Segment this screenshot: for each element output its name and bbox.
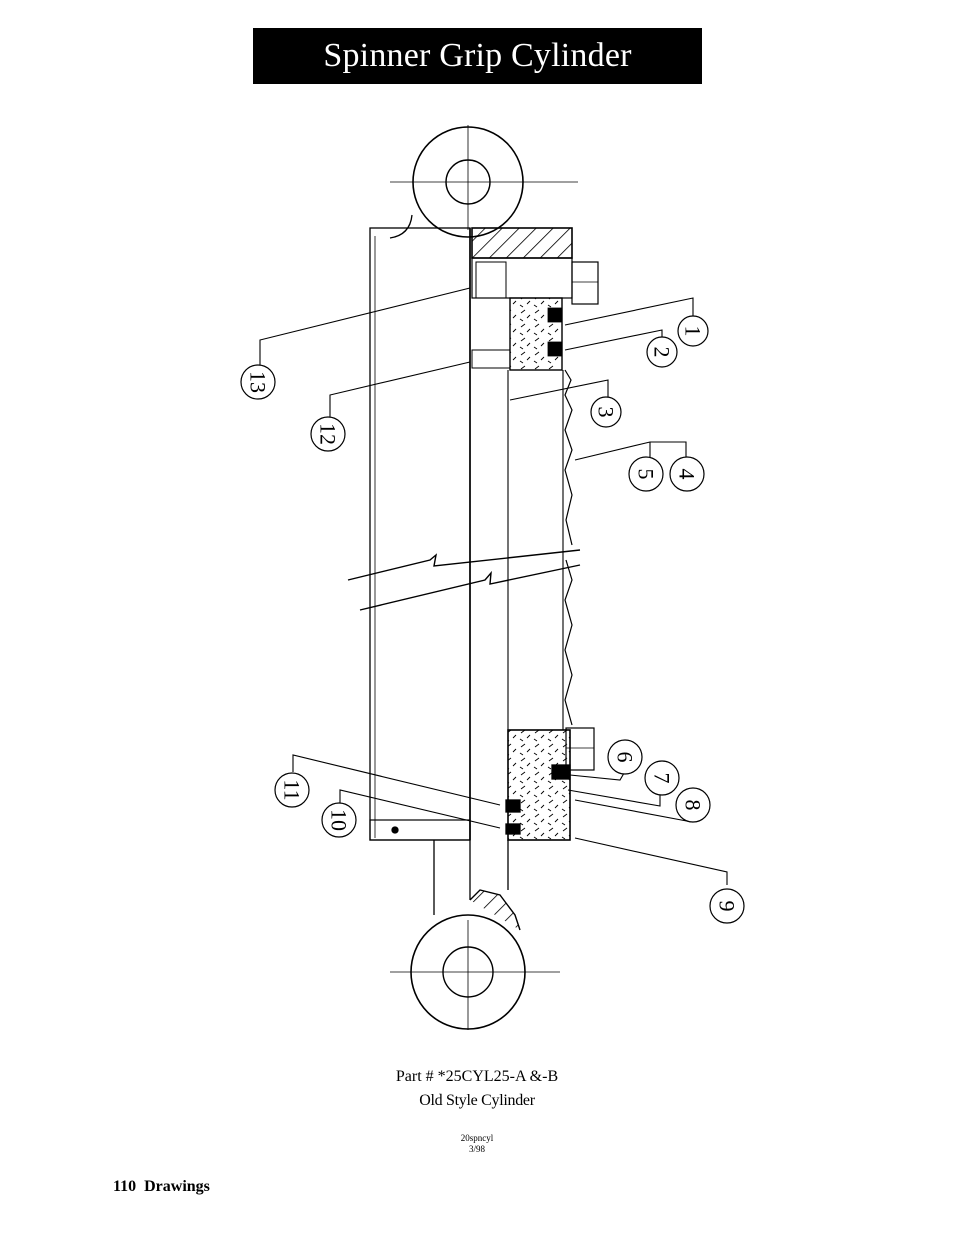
rod-gland <box>507 729 571 841</box>
svg-text:1: 1 <box>681 326 706 337</box>
part-number: Part # *25CYL25-A &-B <box>395 1068 559 1085</box>
top-port-fitting <box>571 261 599 305</box>
callout-13: 13 <box>240 364 276 400</box>
svg-text:3: 3 <box>594 407 619 418</box>
callout-6: 6 <box>607 739 643 775</box>
svg-text:8: 8 <box>681 800 706 811</box>
section-name: Drawings <box>144 1178 210 1195</box>
callout-12: 12 <box>310 416 346 452</box>
svg-text:10: 10 <box>327 809 352 831</box>
svg-text:4: 4 <box>675 469 700 480</box>
callout-9: 9 <box>709 888 745 924</box>
callout-2: 2 <box>646 336 678 368</box>
callout-balloons: 1 2 3 4 5 6 7 8 9 10 11 12 13 <box>240 315 745 924</box>
piston-rod <box>433 840 521 931</box>
callout-4: 4 <box>669 456 705 492</box>
break-line <box>347 549 581 581</box>
head-gland <box>471 227 573 259</box>
callout-3: 3 <box>590 396 622 428</box>
drawing-code: 20spncyl <box>460 1133 494 1143</box>
svg-text:11: 11 <box>280 779 305 800</box>
svg-text:5: 5 <box>634 469 659 480</box>
svg-text:9: 9 <box>715 901 740 912</box>
page-title: Spinner Grip Cylinder <box>323 37 632 74</box>
top-clevis-eye <box>389 125 578 239</box>
bottom-rod-eye <box>390 914 560 1030</box>
callout-11: 11 <box>274 772 310 808</box>
page-footer: 110 Drawings <box>113 1178 210 1196</box>
svg-text:6: 6 <box>613 752 638 763</box>
bottom-port-fitting <box>565 727 595 771</box>
drawing-subtitle: Old Style Cylinder <box>419 1092 535 1109</box>
leader-lines <box>259 287 728 885</box>
callout-7: 7 <box>644 760 680 796</box>
drawing-date: 3/98 <box>468 1144 485 1154</box>
svg-text:12: 12 <box>316 423 341 445</box>
title-banner: Spinner Grip Cylinder <box>253 28 702 84</box>
svg-text:2: 2 <box>650 347 675 358</box>
svg-text:13: 13 <box>246 371 271 393</box>
page-number: 110 <box>113 1178 137 1195</box>
callout-5: 5 <box>628 456 664 492</box>
callout-10: 10 <box>321 802 357 838</box>
svg-text:7: 7 <box>650 773 675 784</box>
callout-1: 1 <box>677 315 709 347</box>
callout-8: 8 <box>675 787 711 823</box>
